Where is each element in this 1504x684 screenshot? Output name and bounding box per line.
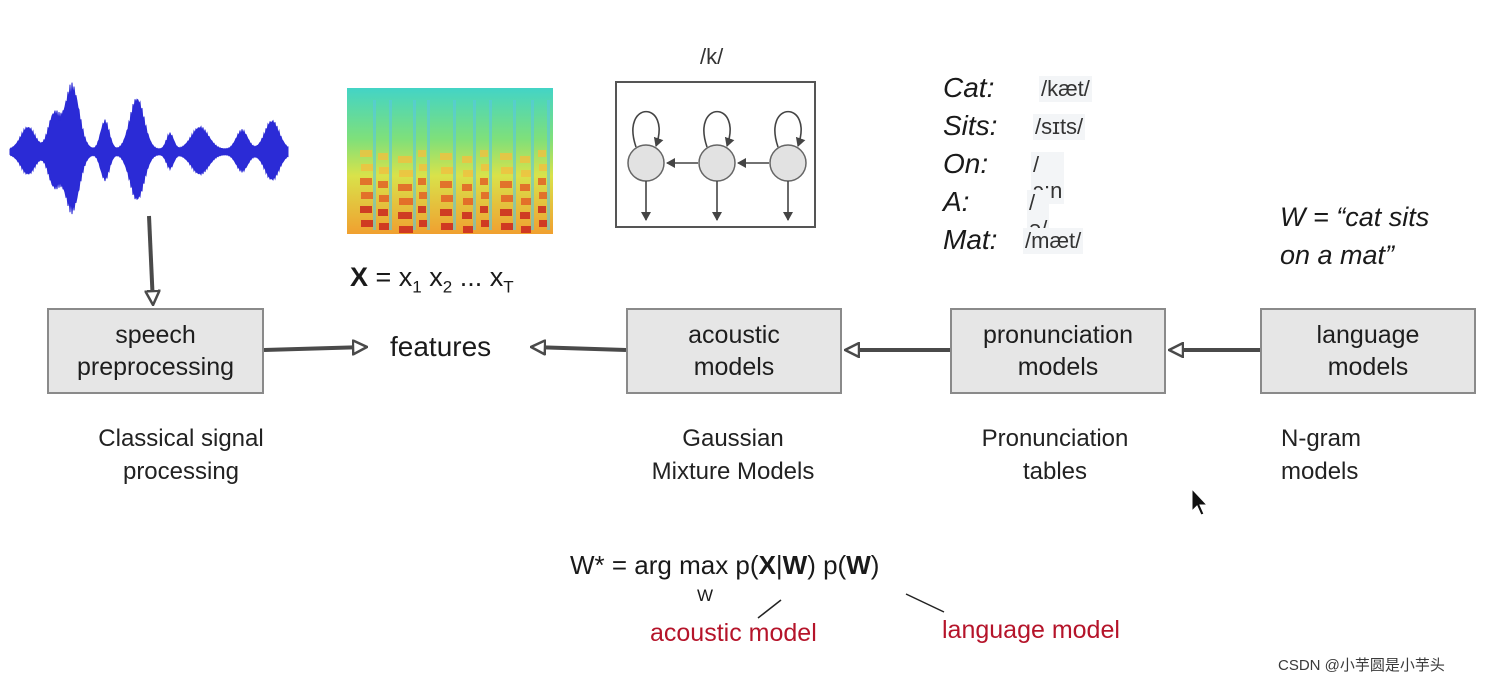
pron-word: Cat: — [943, 72, 995, 103]
spectrogram-image — [347, 88, 553, 234]
acoustic-box-line2: models — [693, 353, 775, 381]
waveform-image — [9, 82, 289, 215]
speech-caption-line2: processing — [122, 458, 240, 485]
hmm-label: /k/ — [700, 44, 724, 69]
hmm-state-3 — [769, 144, 807, 182]
pron-ipa: /mæt/ — [1023, 228, 1084, 254]
pron-row: Mat: /mæt/ — [943, 224, 1084, 262]
equation-W1: W — [782, 550, 808, 580]
feature-seq-x2: x — [429, 262, 443, 292]
acoustic-caption: Gaussian Mixture Models — [630, 422, 836, 488]
equation-W2: W — [846, 550, 871, 580]
watermark: CSDN @小芋圆是小芋头 — [1278, 657, 1445, 674]
pron-ipa: /kæt/ — [1039, 76, 1092, 102]
sentence-line2: on a mat” — [1280, 240, 1395, 270]
equation-lhs: W* = arg max p( — [570, 550, 759, 580]
hmm-state-2 — [698, 144, 736, 182]
acoustic-caption-line2: Mixture Models — [651, 458, 815, 485]
hmm-diagram — [615, 81, 816, 228]
language-box-line2: models — [1327, 353, 1409, 381]
equation-mid: ) p( — [807, 550, 847, 580]
bayes-equation: W* = arg max p(X|W) p(W) — [570, 550, 879, 581]
pointer-language — [905, 593, 945, 613]
pron-row: A: /ə/ — [943, 186, 1050, 242]
pointer-acoustic — [757, 599, 782, 619]
acoustic-caption-line1: Gaussian — [682, 425, 784, 452]
feature-seq-bold-x: X — [350, 262, 369, 292]
feature-seq-sub2: 2 — [442, 277, 453, 297]
pronunciation-box-line2: models — [1017, 353, 1099, 381]
arrow-speech-to-features — [263, 347, 366, 350]
speech-box-line2: preprocessing — [76, 353, 235, 381]
feature-seq-subT: T — [503, 277, 514, 297]
feature-sequence: X = x1 x2 ... xT — [350, 262, 514, 297]
language-caption: N-gram models — [1281, 422, 1361, 488]
feature-seq-sub1: 1 — [412, 277, 422, 297]
sentence-line1: W = “cat sits — [1280, 202, 1430, 232]
features-label: features — [390, 331, 492, 362]
pronunciation-models-box: pronunciation models — [950, 308, 1166, 394]
equation-argmax-subscript: W — [697, 586, 714, 605]
speech-preprocessing-box: speech preprocessing — [47, 308, 264, 394]
language-models-box: language models — [1260, 308, 1476, 394]
feature-seq-dots: ... — [452, 262, 490, 292]
hmm-state-1 — [627, 144, 665, 182]
pron-ipa: /sɪts/ — [1033, 114, 1086, 140]
acoustic-model-annotation: acoustic model — [650, 619, 817, 647]
pronunciation-box-line1: pronunciation — [982, 321, 1134, 349]
feature-seq-x1: x — [398, 262, 413, 292]
feature-seq-xT: x — [489, 262, 504, 292]
equation-end: ) — [870, 550, 880, 580]
pron-word: On: — [943, 148, 989, 179]
acoustic-models-box: acoustic models — [626, 308, 842, 394]
language-caption-line2: models — [1281, 458, 1359, 485]
pron-row: Cat: /kæt/ — [943, 72, 1092, 110]
pron-word: Mat: — [943, 224, 998, 255]
mouse-cursor-icon — [1191, 487, 1209, 516]
arrow-acoustic-to-features — [532, 347, 627, 350]
pron-row: On: /ɔ:n — [943, 148, 1065, 204]
equation-bar: | — [775, 550, 783, 580]
feature-seq-eq: = — [368, 262, 399, 292]
pronunciation-caption: Pronunciation tables — [962, 422, 1148, 488]
pronunciation-caption-line2: tables — [1022, 458, 1088, 485]
speech-caption: Classical signal processing — [84, 422, 278, 488]
speech-caption-line1: Classical signal — [98, 425, 264, 452]
pron-row: Sits: /sɪts/ — [943, 110, 1086, 148]
language-model-annotation: language model — [942, 616, 1120, 644]
arrow-wave-to-speech — [149, 215, 153, 304]
acoustic-box-line1: acoustic — [688, 321, 780, 349]
language-caption-line1: N-gram — [1281, 425, 1362, 452]
equation-X: X — [758, 550, 776, 580]
sentence-w: W = “cat sits on a mat” — [1280, 198, 1429, 274]
pron-word: Sits: — [943, 110, 998, 141]
language-box-line1: language — [1316, 321, 1420, 349]
pronunciation-caption-line1: Pronunciation — [981, 425, 1129, 452]
speech-box-line1: speech — [115, 321, 196, 349]
pron-word: A: — [943, 186, 970, 217]
pronunciation-table: Cat: /kæt/ Sits: /sɪts/ On: /ɔ:n A: /ə/ … — [943, 72, 1092, 262]
